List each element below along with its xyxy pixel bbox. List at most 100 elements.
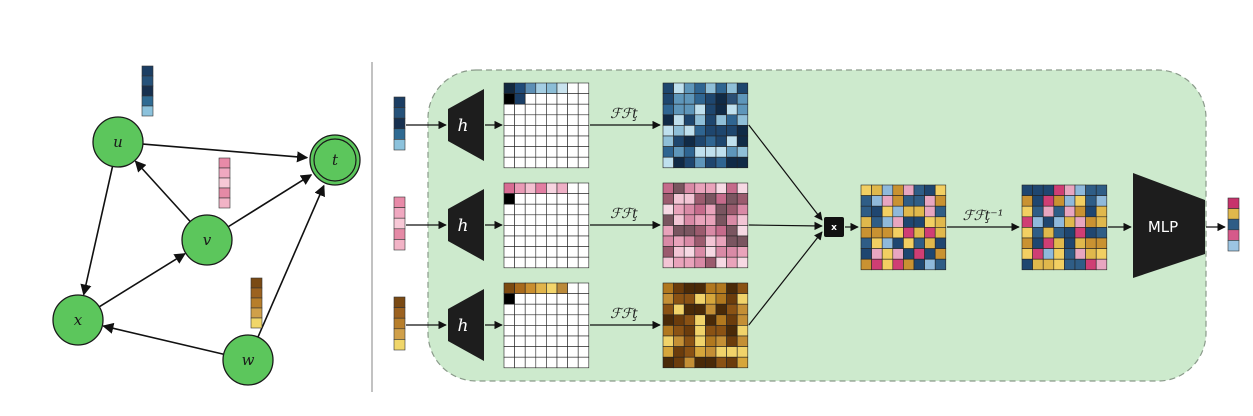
spectrum-grid-u-cell — [683, 156, 696, 169]
combined-spectrum-grid-cell — [903, 216, 915, 228]
spectrum-grid-u-cell — [673, 156, 685, 169]
combined-spectrum-grid-cell — [892, 258, 904, 271]
input-vector-u-cell — [393, 107, 406, 119]
spectrum-grid-w-cell — [715, 325, 727, 337]
result-grid-cell — [1064, 248, 1076, 260]
result-grid-cell — [1095, 258, 1108, 271]
padded-grid-u-cell — [556, 93, 568, 105]
output-vector-cell — [1227, 229, 1240, 241]
multiply-box — [824, 217, 844, 237]
spectrum-grid-u-cell — [694, 125, 706, 137]
padded-grid-v-cell — [503, 235, 515, 247]
spectrum-grid-u-cell — [705, 125, 717, 137]
padded-grid-v-cell — [514, 214, 526, 226]
output-vector-cell — [1227, 197, 1240, 209]
padded-grid-w-cell — [567, 325, 579, 337]
result-grid-cell — [1032, 227, 1044, 239]
combined-spectrum-grid-cell — [934, 205, 947, 218]
combined-spectrum-grid-cell — [924, 205, 936, 218]
spectrum-grid-v-cell — [715, 225, 727, 237]
spectrum-grid-w-cell — [715, 314, 727, 326]
node-v-circle — [181, 214, 233, 266]
combined-spectrum-grid-cell — [881, 248, 894, 260]
spectrum-grid-w-cell — [683, 346, 696, 358]
spectrum-grid-v-cell — [662, 225, 674, 237]
node-x-circle — [52, 294, 104, 346]
spectrum-grid-v-cell — [705, 246, 717, 258]
padded-grid-w-cell — [535, 282, 547, 294]
padded-grid-u-cell — [514, 103, 526, 116]
fft-label: ℱℱţ — [610, 206, 638, 222]
spectrum-grid-v-cell — [715, 235, 727, 247]
spectrum-grid-w-cell — [736, 325, 749, 337]
padded-grid-v-cell — [535, 203, 547, 216]
result-grid-cell — [1042, 195, 1055, 207]
padded-grid-v-cell — [546, 193, 558, 205]
padded-grid-u-cell — [556, 135, 568, 147]
padded-grid-v-cell — [556, 256, 568, 269]
padded-grid-u-cell — [546, 125, 558, 137]
spectrum-grid-w-cell — [705, 356, 717, 369]
padded-grid-v — [503, 182, 590, 269]
padded-grid-u-cell — [524, 93, 537, 105]
padded-grid-u-cell — [546, 135, 558, 147]
padded-grid-w-cell — [567, 282, 579, 294]
spectrum-grid-w-cell — [662, 335, 674, 347]
padded-grid-u-cell — [577, 82, 590, 94]
spectrum-grid-v-cell — [683, 203, 696, 216]
padded-grid-v-cell — [556, 193, 568, 205]
spectrum-grid-w-cell — [694, 282, 706, 294]
padded-grid-u-cell — [524, 125, 537, 137]
input-vector-u-cell — [393, 96, 406, 108]
padded-grid-w-cell — [514, 335, 526, 347]
feature-vector-w — [250, 277, 263, 329]
result-grid-cell — [1064, 205, 1076, 218]
combined-spectrum-grid-cell — [860, 237, 872, 249]
padded-grid-v-cell — [503, 214, 515, 226]
padded-grid-v-cell — [556, 235, 568, 247]
input-vector-w-cell — [393, 317, 406, 330]
padded-grid-v-cell — [514, 225, 526, 237]
spectrum-grid-w-cell — [662, 346, 674, 358]
spectrum-grid-v-cell — [673, 214, 685, 226]
spectrum-grid-w-cell — [694, 293, 706, 305]
padded-grid-v-cell — [556, 246, 568, 258]
spectrum-grid-u-cell — [715, 156, 727, 169]
edge-v-t — [227, 174, 313, 228]
combined-spectrum-grid-cell — [871, 184, 883, 196]
spectrum-grid-w-cell — [715, 282, 727, 294]
padded-grid-w-cell — [535, 293, 547, 305]
feature-u-cell — [141, 85, 154, 97]
padded-grid-w-cell — [535, 303, 547, 316]
spectrum-grid-v-cell — [683, 246, 696, 258]
result-grid-cell — [1074, 248, 1086, 260]
result-grid-cell — [1074, 195, 1086, 207]
spectrum-grid-v-cell — [662, 193, 674, 205]
padded-grid-w-cell — [577, 346, 590, 358]
input-vector-v-cell — [393, 217, 406, 230]
padded-grid-w-cell — [514, 356, 526, 369]
combined-spectrum-grid-cell — [892, 216, 904, 228]
spectrum-grid-v-cell — [673, 256, 685, 269]
padded-grid-u-cell — [524, 103, 537, 116]
padded-grid-u-cell — [503, 114, 515, 126]
spectrum-grid-v-cell — [715, 256, 727, 269]
spectrum-grid-w-cell — [726, 303, 738, 316]
spectrum-grid-v-cell — [683, 235, 696, 247]
spectrum-grid-w-cell — [705, 346, 717, 358]
combined-spectrum-grid-cell — [913, 237, 925, 249]
spectrum-grid-u-cell — [705, 156, 717, 169]
spectrum-grid-w-cell — [683, 314, 696, 326]
spectrum-grid-v-cell — [726, 182, 738, 194]
padded-grid-v-cell — [535, 246, 547, 258]
spectrum-grid-u-cell — [726, 135, 738, 147]
padded-grid-w-cell — [524, 293, 537, 305]
padded-grid-w-cell — [503, 325, 515, 337]
spectrum-grid-u-cell — [726, 103, 738, 116]
result-grid-cell — [1042, 205, 1055, 218]
spectrum-grid-u-cell — [705, 135, 717, 147]
spectrum-grid-u-cell — [736, 103, 749, 116]
padded-grid-v-cell — [556, 203, 568, 216]
spectrum-grid-w-cell — [673, 356, 685, 369]
